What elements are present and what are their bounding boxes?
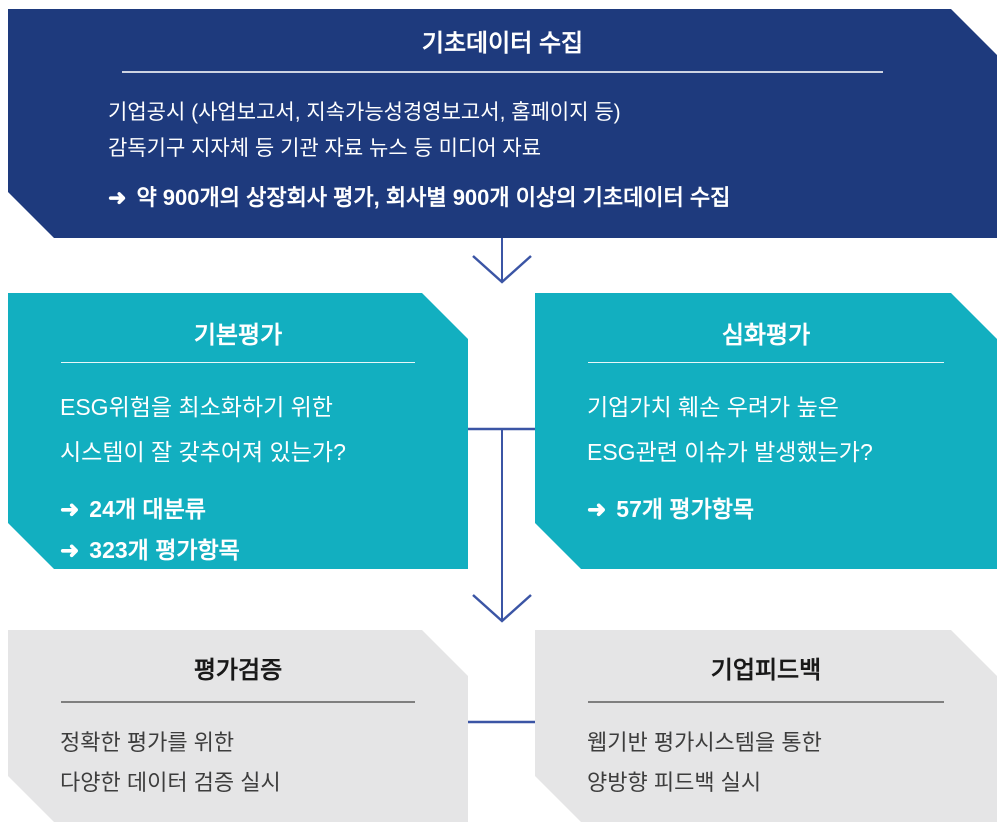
box-evaluation-verification-title: 평가검증: [193, 657, 283, 684]
box-data-collection-callouts: ➜ 약 900개의 상장회사 평가, 회사별 900개 이상의 기초데이터 수집: [108, 183, 997, 213]
callout-text: 323개 평가항목: [89, 537, 240, 563]
box-data-collection-body: 기업공시 (사업보고서, 지속가능성경영보고서, 홈페이지 등) 감독기구 지자…: [108, 95, 997, 167]
title-divider: [588, 701, 944, 703]
title-divider: [588, 362, 944, 363]
box-evaluation-verification-body: 정확한 평가를 위한 다양한 데이터 검증 실시: [60, 723, 468, 803]
right-arrow-icon: ➜: [60, 537, 80, 563]
body-line: 다양한 데이터 검증 실시: [60, 770, 281, 795]
down-arrow-icon: [472, 594, 532, 623]
body-line: ESG관련 이슈가 발생했는가?: [587, 439, 873, 465]
body-line: 양방향 피드백 실시: [587, 770, 762, 795]
body-line: 기업공시 (사업보고서, 지속가능성경영보고서, 홈페이지 등): [108, 101, 621, 124]
box-company-feedback-body: 웹기반 평가시스템을 통한 양방향 피드백 실시: [587, 723, 997, 803]
box-data-collection: 기초데이터 수집 기업공시 (사업보고서, 지속가능성경영보고서, 홈페이지 등…: [8, 9, 997, 238]
callout-row: ➜ 24개 대분류: [60, 489, 468, 530]
callout-row: ➜ 약 900개의 상장회사 평가, 회사별 900개 이상의 기초데이터 수집: [108, 183, 997, 213]
callout-text: 약 900개의 상장회사 평가, 회사별 900개 이상의 기초데이터 수집: [136, 185, 731, 210]
box-indepth-evaluation-title: 심화평가: [721, 322, 811, 349]
box-indepth-evaluation-body: 기업가치 훼손 우려가 높은 ESG관련 이슈가 발생했는가?: [587, 385, 997, 475]
right-arrow-icon: ➜: [108, 185, 127, 210]
down-arrow-icon: [472, 255, 532, 284]
box-indepth-evaluation-callouts: ➜ 57개 평가항목: [587, 489, 997, 530]
body-line: 정확한 평가를 위한: [60, 730, 235, 755]
box-evaluation-verification: 평가검증 정확한 평가를 위한 다양한 데이터 검증 실시: [8, 630, 468, 822]
callout-row: ➜ 57개 평가항목: [587, 489, 997, 530]
box-basic-evaluation-title: 기본평가: [193, 322, 283, 349]
box-data-collection-title: 기초데이터 수집: [421, 30, 584, 57]
box-basic-evaluation-body: ESG위험을 최소화하기 위한 시스템이 잘 갖추어져 있는가?: [60, 385, 468, 475]
box-basic-evaluation: 기본평가 ESG위험을 최소화하기 위한 시스템이 잘 갖추어져 있는가? ➜ 2…: [8, 293, 468, 569]
right-arrow-icon: ➜: [587, 496, 607, 522]
title-divider: [61, 362, 415, 363]
box-company-feedback: 기업피드백 웹기반 평가시스템을 통한 양방향 피드백 실시: [535, 630, 997, 822]
box-company-feedback-title: 기업피드백: [710, 657, 822, 684]
title-divider: [122, 71, 884, 73]
box-indepth-evaluation: 심화평가 기업가치 훼손 우려가 높은 ESG관련 이슈가 발생했는가? ➜ 57…: [535, 293, 997, 569]
body-line: ESG위험을 최소화하기 위한: [60, 394, 333, 420]
callout-text: 57개 평가항목: [616, 496, 755, 522]
callout-text: 24개 대분류: [89, 496, 206, 522]
body-line: 감독기구 지자체 등 기관 자료 뉴스 등 미디어 자료: [108, 137, 542, 160]
right-arrow-icon: ➜: [60, 496, 80, 522]
body-line: 기업가치 훼손 우려가 높은: [587, 394, 839, 420]
callout-row: ➜ 323개 평가항목: [60, 530, 468, 571]
box-basic-evaluation-callouts: ➜ 24개 대분류 ➜ 323개 평가항목: [60, 489, 468, 571]
body-line: 시스템이 잘 갖추어져 있는가?: [60, 439, 346, 465]
body-line: 웹기반 평가시스템을 통한: [587, 730, 822, 755]
title-divider: [61, 701, 415, 703]
